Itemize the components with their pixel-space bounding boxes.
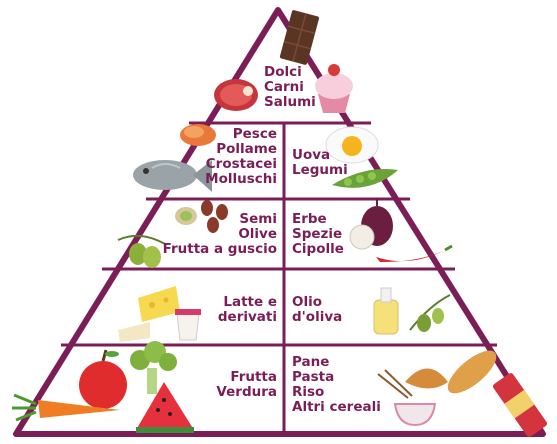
chocolate-bar-icon <box>279 10 320 65</box>
label-item: Altri cereali <box>292 399 381 415</box>
broccoli-icon <box>130 341 177 394</box>
label-item: Riso <box>292 384 325 400</box>
yogurt-icon <box>175 309 201 341</box>
label-item: Pesce <box>232 126 277 142</box>
label-item: Olive <box>238 226 277 242</box>
label-item: Latte e <box>223 294 277 310</box>
label-item: Erbe <box>292 211 327 227</box>
chili-icon <box>376 244 453 262</box>
label-item: Spezie <box>292 226 343 242</box>
label-item: Uova <box>292 147 331 163</box>
cupcake-icon <box>315 64 353 113</box>
garlic-icon <box>349 224 375 250</box>
label-item: Molluschi <box>205 171 277 187</box>
roast-chicken-icon <box>180 124 216 146</box>
croissant-icon <box>405 368 448 389</box>
apple-icon <box>79 349 127 409</box>
pea-pod-icon <box>332 169 398 188</box>
rice-bowl-icon <box>377 369 437 427</box>
watermelon-icon <box>136 382 194 433</box>
label-item: Frutta a guscio <box>162 241 277 257</box>
label-item: Pasta <box>292 369 335 385</box>
label-item: Verdura <box>216 384 277 400</box>
fried-egg-icon <box>325 126 379 164</box>
almond-icon <box>201 200 228 233</box>
tier-seeds-right-labels: Erbe Spezie Cipolle <box>292 212 344 257</box>
label-item: Crostacei <box>205 156 277 172</box>
label-item: Cipolle <box>292 241 344 257</box>
label-item: Salumi <box>264 94 316 110</box>
oil-bottle-icon <box>373 287 399 335</box>
fish-icon <box>133 160 212 192</box>
pistachio-icon <box>175 207 197 225</box>
tier-protein-left-labels: Pesce Pollame Crostacei Molluschi <box>205 127 277 187</box>
label-item: Carni <box>264 79 304 95</box>
label-item: Semi <box>239 211 277 227</box>
tier-dairy-left-labels: Latte e derivati <box>218 295 277 325</box>
label-item: derivati <box>217 309 277 325</box>
tier-dairy-right-labels: Olio d'oliva <box>292 295 342 325</box>
pasta-pack-icon <box>492 373 548 437</box>
pyramid-frame <box>13 7 546 437</box>
label-item: Frutta <box>230 369 277 385</box>
cheese-icon <box>118 286 180 342</box>
label-item: Pollame <box>216 141 277 157</box>
label-item: d'oliva <box>292 309 343 325</box>
steak-icon <box>214 79 258 111</box>
label-item: Olio <box>292 294 323 310</box>
tier-top-left-labels: Dolci Carni Salumi <box>264 65 316 110</box>
label-item: Dolci <box>264 64 302 80</box>
bread-icon <box>447 350 497 394</box>
carrot-icon <box>12 393 120 422</box>
tier-base-left-labels: Frutta Verdura <box>216 370 277 400</box>
olive-branch-icon <box>409 294 451 332</box>
tier-protein-right-labels: Uova Legumi <box>292 148 348 178</box>
label-item: Legumi <box>292 162 348 178</box>
tier-seeds-left-labels: Semi Olive Frutta a guscio <box>163 212 277 257</box>
label-item: Pane <box>292 354 330 370</box>
tier-base-right-labels: Pane Pasta Riso Altri cereali <box>292 355 381 415</box>
olive-icon <box>117 234 166 268</box>
